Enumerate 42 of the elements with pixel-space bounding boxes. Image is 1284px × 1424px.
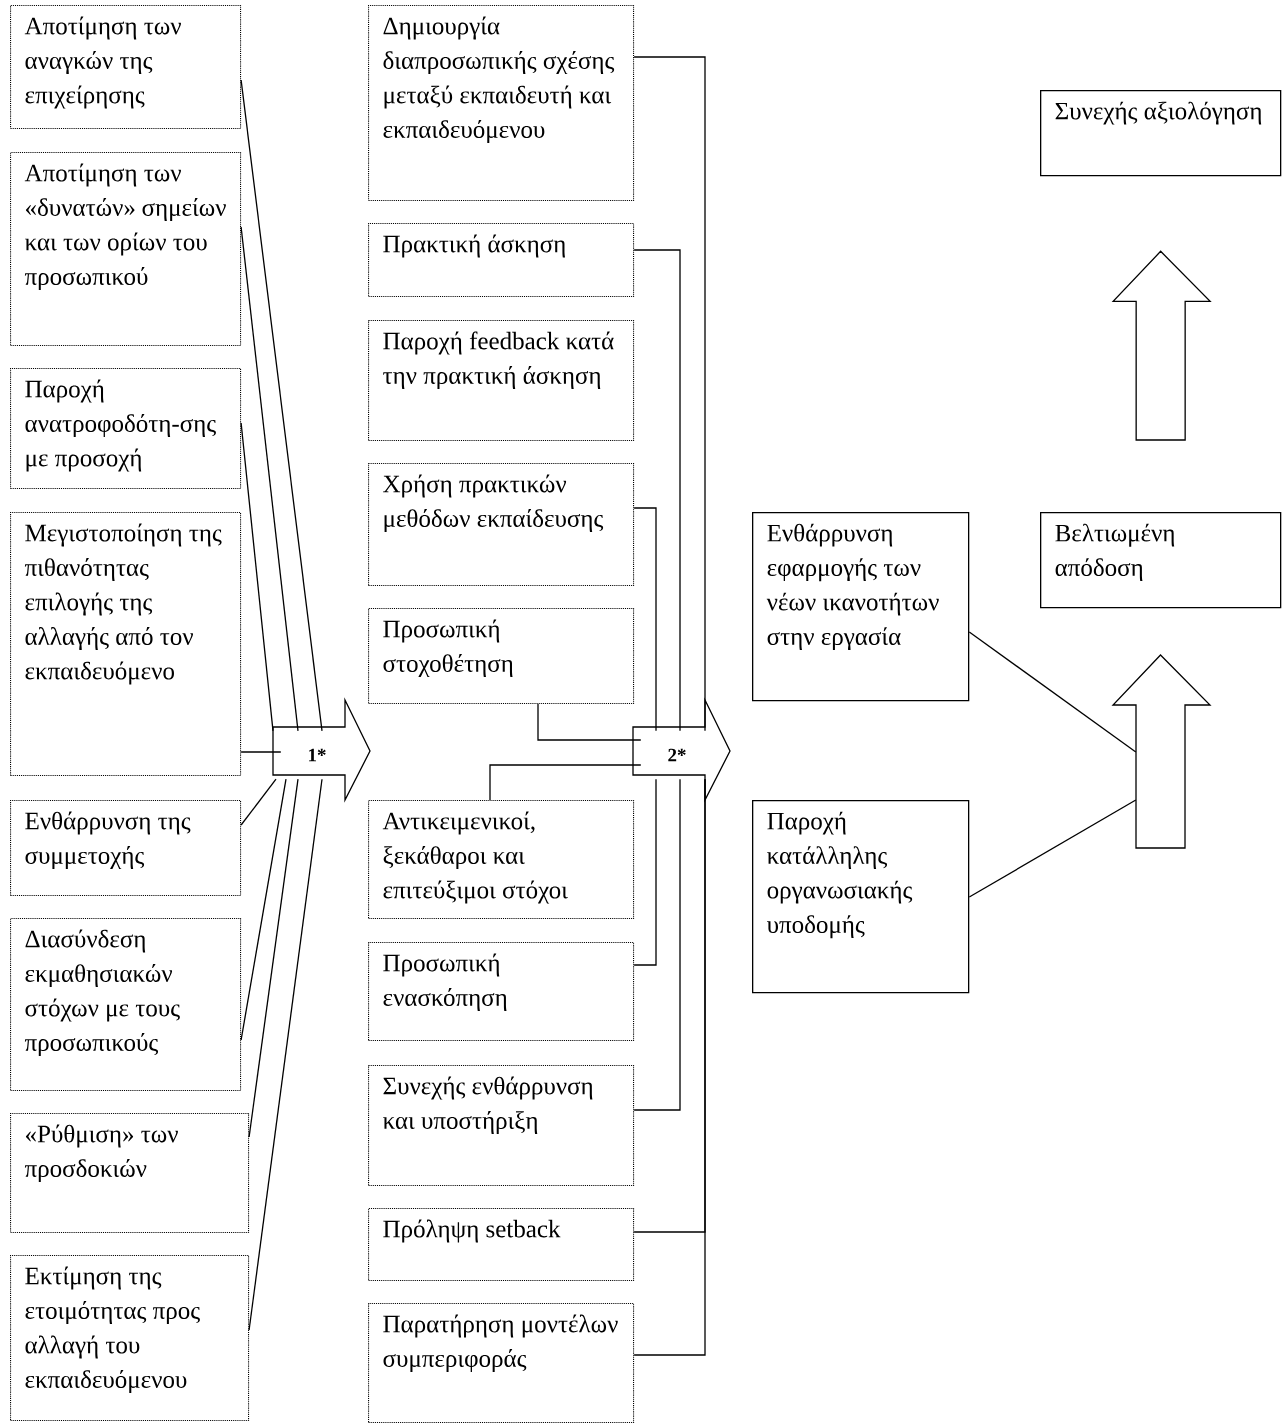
text-box: Μεγιστοποίηση της πιθανότητας επιλογής της αλλαγής από τον εκπαιδευόμενο	[10, 512, 242, 777]
text-box: Βελτιωμένη απόδοση	[1040, 512, 1282, 609]
connector-line	[968, 799, 1137, 898]
text-box: «Ρύθμιση» των προσδοκιών	[10, 1113, 250, 1234]
connector-line	[489, 764, 642, 801]
connector-line	[968, 631, 1137, 753]
text-box: Παροχή feedback κατά την πρακτική άσκηση	[368, 320, 635, 442]
connector-line	[248, 778, 299, 1138]
connector-line	[633, 778, 657, 966]
text-box: Αποτίμηση των «δυνατών» σημείων και των ορίων του προσωπικού	[10, 152, 242, 347]
text-box: Δημιουργία διαπροσωπικής σχέσης μεταξύ εκπαιδευτή και εκπαιδευόμενου	[368, 5, 635, 202]
connector-line	[633, 778, 706, 1356]
connector-line	[633, 778, 681, 1111]
text-box: Προσωπική ενασκόπηση	[368, 942, 635, 1042]
text-box: Ενθάρρυνση εφαρμογής των νέων ικανοτήτων στην εργασία	[752, 512, 970, 702]
text-box: Παροχή κατάλληλης οργανωσιακής υποδομής	[752, 800, 970, 994]
text-box: Ενθάρρυνση της συμμετοχής	[10, 800, 242, 897]
connector-line	[240, 79, 323, 732]
connector-line	[240, 778, 287, 1041]
text-box: Διασύνδεση εκμαθησιακών στόχων με τους προσωπικούς	[10, 918, 242, 1092]
text-box: Προσωπική στοχοθέτηση	[368, 608, 635, 705]
connector-line	[633, 56, 706, 732]
connector-line	[537, 703, 642, 741]
block-arrow	[1111, 654, 1212, 849]
text-box: Συνεχής αξιολόγηση	[1040, 90, 1282, 177]
text-box: Παρατήρηση μοντέλων συμπεριφοράς	[368, 1303, 635, 1424]
text-box: Συνεχής ενθάρρυνση και υποστήριξη	[368, 1065, 635, 1187]
text-box: Αντικειμενικοί, ξεκάθαροι και επιτεύξιμοι στόχοι	[368, 800, 635, 920]
connector-line	[240, 226, 299, 732]
connector-line	[240, 422, 274, 732]
text-box: Πρόληψη setback	[368, 1208, 635, 1282]
text-box: Παροχή ανατροφοδότη-σης με προσοχή	[10, 368, 242, 490]
connector-line	[240, 778, 277, 826]
connector-line	[248, 778, 323, 1331]
text-box: Χρήση πρακτικών μεθόδων εκπαίδευσης	[368, 463, 635, 587]
connector-line	[633, 249, 681, 732]
connector-line	[633, 507, 657, 732]
connector-line	[240, 751, 282, 753]
text-box: Πρακτική άσκηση	[368, 223, 635, 298]
block-arrow	[1111, 250, 1212, 441]
text-box: Αποτίμηση των αναγκών της επιχείρησης	[10, 5, 242, 130]
text-box: Εκτίμηση της ετοιμότητας προς αλλαγή του εκπαιδευόμενου	[10, 1255, 250, 1422]
